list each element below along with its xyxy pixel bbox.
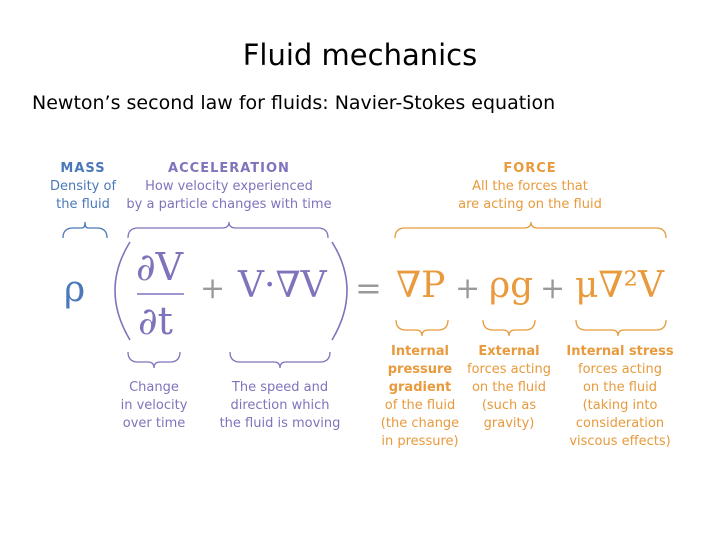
viscous-term: μ∇²V (575, 265, 664, 306)
gravity-term: ρg (489, 265, 534, 306)
pressure-brace (395, 319, 449, 337)
pressure-line6: in pressure) (381, 434, 459, 449)
pressure-line2: pressure (387, 362, 453, 377)
external-line2: forces acting (467, 362, 551, 377)
convective-term: V·∇V (238, 265, 327, 306)
external-line4: (such as (481, 398, 537, 413)
slide-subtitle: Newton’s second law for fluids: Navier-S… (32, 92, 556, 114)
speed-direction-line2: direction which (230, 398, 330, 413)
stress-line6: viscous effects) (569, 434, 671, 449)
mass-brace (62, 221, 108, 239)
external-brace (482, 319, 536, 337)
force-label: FORCE All the forces that are acting on … (440, 160, 620, 214)
force-desc-line2: are acting on the fluid (458, 197, 602, 212)
mass-label: MASS Density of the fluid (40, 160, 126, 214)
stress-line2: forces acting (578, 362, 662, 377)
mass-header: MASS (60, 161, 106, 176)
acceleration-label: ACCELERATION How velocity experienced by… (118, 160, 340, 214)
plus-sign-1: + (200, 271, 226, 306)
stress-line3: on the fluid (582, 380, 658, 395)
speed-direction-label: The speed and direction which the fluid … (212, 379, 348, 433)
slide-title: Fluid mechanics (242, 38, 478, 72)
pressure-line4: of the fluid (384, 398, 456, 413)
stress-brace (575, 319, 667, 337)
stress-line1: Internal stress (566, 344, 674, 359)
change-velocity-line1: Change (129, 380, 179, 395)
change-velocity-line2: in velocity (120, 398, 188, 413)
internal-stress-label: Internal stress forces acting on the flu… (562, 343, 678, 451)
stress-line5: consideration (575, 416, 665, 431)
pressure-gradient-label: Internal pressure gradient of the fluid … (372, 343, 468, 451)
stress-line4: (taking into (582, 398, 658, 413)
pressure-line3: gradient (388, 380, 452, 395)
change-velocity-brace (127, 351, 181, 369)
plus-sign-3: + (540, 271, 566, 306)
partial-t: ∂t (138, 299, 173, 343)
partial-v: ∂V (136, 245, 184, 289)
force-desc-line1: All the forces that (472, 179, 588, 194)
external-line3: on the fluid (471, 380, 547, 395)
external-forces-label: External forces acting on the fluid (suc… (462, 343, 556, 433)
external-line1: External (478, 344, 540, 359)
change-velocity-label: Change in velocity over time (108, 379, 200, 433)
rho-symbol: ρ (64, 269, 86, 310)
mass-desc-line2: the fluid (56, 197, 110, 212)
equals-sign: = (355, 269, 382, 307)
left-paren (114, 241, 131, 341)
pressure-gradient-term: ∇P (396, 265, 446, 306)
plus-sign-2: + (455, 271, 481, 306)
right-paren (331, 241, 348, 341)
acceleration-desc-line2: by a particle changes with time (126, 197, 332, 212)
pressure-line1: Internal (390, 344, 450, 359)
force-header: FORCE (503, 161, 557, 176)
mass-desc-line1: Density of (49, 179, 117, 194)
change-velocity-line3: over time (122, 416, 186, 431)
acceleration-header: ACCELERATION (168, 161, 290, 176)
speed-direction-line3: the fluid is moving (219, 416, 341, 431)
force-brace (394, 221, 667, 239)
speed-direction-line1: The speed and (231, 380, 329, 395)
acceleration-desc-line1: How velocity experienced (145, 179, 313, 194)
pressure-line5: (the change (380, 416, 460, 431)
acceleration-brace (127, 221, 329, 239)
external-line5: gravity) (483, 416, 535, 431)
speed-direction-brace (229, 351, 331, 369)
